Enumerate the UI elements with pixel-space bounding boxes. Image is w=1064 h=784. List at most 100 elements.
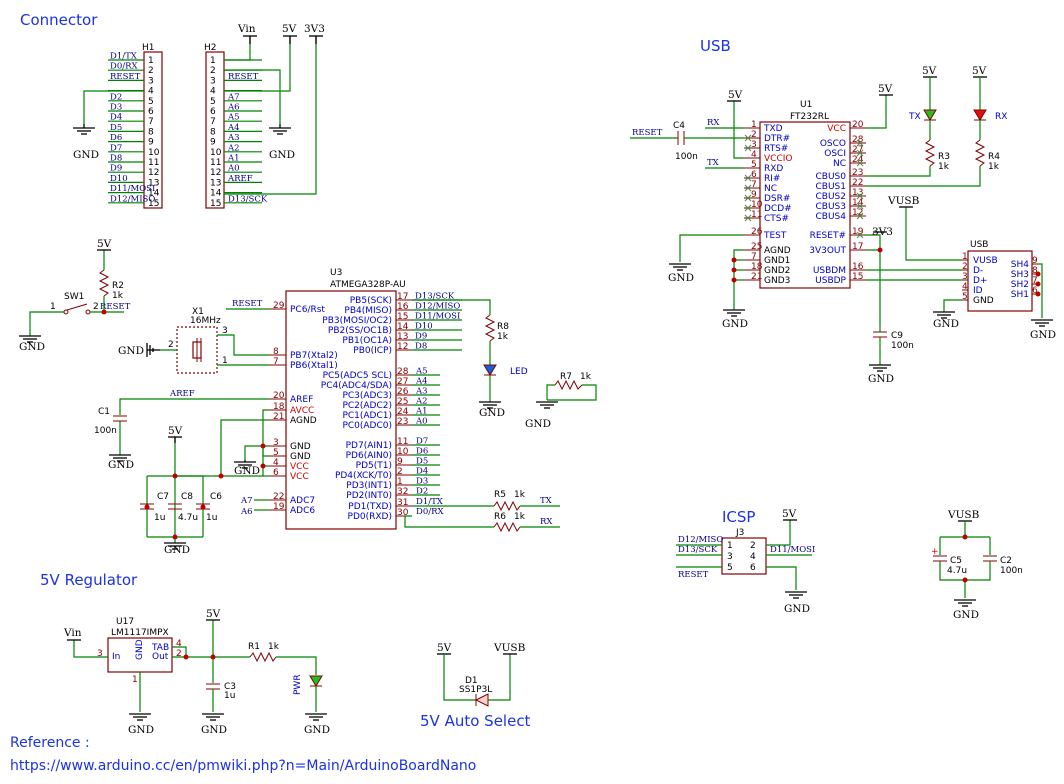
h1-pins-net-label: D3: [110, 103, 122, 113]
svg-text:4: 4: [176, 639, 182, 649]
u3-pin-num: 31: [397, 498, 408, 508]
h2-pins-net-label: RESET: [228, 72, 259, 82]
title-icsp: ICSP: [722, 508, 755, 526]
u3-pin-num: 7: [273, 357, 279, 367]
svg-text:R5: R5: [494, 490, 506, 500]
u1-pin-name: CBUS2: [816, 192, 847, 202]
u3-pin-name: AVCC: [290, 406, 314, 416]
usb-pin-name: VUSB: [973, 256, 998, 266]
svg-text:6: 6: [750, 563, 756, 573]
junction-dots: [101, 247, 1041, 660]
h2-pins-net-label: A2: [227, 143, 240, 153]
title-usb: USB: [700, 37, 731, 55]
usb-pin-name: D+: [973, 276, 987, 286]
h1-pins-net-label: D6: [110, 133, 122, 143]
h1-pins-pin-8: 8: [148, 127, 154, 137]
svg-text:100n: 100n: [94, 426, 117, 436]
h2-pins-net-label: A4: [227, 123, 240, 133]
svg-text:GND: GND: [201, 724, 227, 736]
u1-pin-num: 21: [751, 272, 762, 282]
usb-pin-num: 3: [962, 272, 968, 282]
u1-pin-name: VCC: [827, 124, 846, 134]
u3-pin-num: 23: [397, 417, 408, 427]
u3-net-label: D13/SCK: [415, 292, 455, 302]
h1-pins-pin-13: 13: [148, 178, 159, 188]
h1-gnd-symbol: GND: [73, 124, 99, 161]
svg-text:5V: 5V: [728, 89, 743, 101]
u1-pin-name: CBUS4: [816, 212, 847, 222]
u3-pin-name: PB7(Xtal2): [290, 351, 338, 361]
h2-pins-pin-1: 1: [210, 56, 216, 66]
svg-text:1k: 1k: [112, 291, 124, 301]
header-h1: H1 1D1/TX2D0/RX3RESET45D26D37D48D59D610D…: [73, 43, 163, 209]
h2-pins-net-label: A1: [227, 154, 240, 164]
usb-pin-name: SH4: [1011, 260, 1029, 270]
svg-text:GND: GND: [668, 272, 694, 284]
svg-text:TX: TX: [540, 496, 553, 506]
svg-text:5V: 5V: [206, 608, 221, 620]
svg-text:4: 4: [750, 552, 756, 562]
u3-pin-name: PD3(INT1): [346, 481, 392, 491]
u1-pin-num: 16: [852, 262, 864, 272]
u1-pin-name: DSR#: [764, 194, 790, 204]
h2-vin-symbol: Vin: [237, 23, 257, 44]
u1-pin-name: DTR#: [764, 134, 790, 144]
svg-text:GND: GND: [234, 465, 260, 477]
svg-text:SW1: SW1: [64, 292, 84, 302]
u1-pin-num: 3: [751, 140, 757, 150]
h1-pins-net-label: D9: [110, 164, 122, 174]
h2-vin-wire: [224, 36, 251, 61]
svg-text:USB: USB: [970, 240, 988, 250]
svg-text:GND: GND: [73, 149, 99, 161]
reference-url[interactable]: https://www.arduino.cc/en/pmwiki.php?n=M…: [10, 758, 476, 774]
u3-net-label: D2: [416, 487, 428, 497]
u1-pin-num: 19: [852, 227, 864, 237]
svg-text:X1: X1: [192, 307, 204, 317]
svg-text:VUSB: VUSB: [887, 195, 920, 207]
u3-pin-name: PD1(TXD): [348, 502, 392, 512]
u3-pin-num: 10: [397, 447, 409, 457]
h2-pins-net-label: D13/SCK: [228, 194, 268, 204]
svg-text:RESET: RESET: [100, 302, 131, 312]
svg-text:D12/MISO: D12/MISO: [678, 535, 723, 545]
u1-pin-name: USBDP: [815, 276, 846, 286]
h2-body: [205, 51, 225, 209]
svg-text:1k: 1k: [580, 372, 592, 382]
h2-pins-net-label: A6: [227, 103, 240, 113]
h1-pins-net-label: D1/TX: [110, 52, 138, 62]
u1-pin-name: CBUS3: [816, 202, 847, 212]
svg-text:In: In: [112, 652, 120, 662]
h2-pins-pin-5: 5: [210, 97, 216, 107]
svg-text:GND: GND: [269, 149, 295, 161]
u3-pin-name: VCC: [290, 472, 309, 482]
svg-text:C5: C5: [950, 556, 962, 566]
h1-pins-net-label: RESET: [110, 72, 141, 82]
u3-pin-name: ADC7: [290, 496, 315, 506]
auto-select-d1: 5V VUSB D1 SS1P3L: [437, 642, 526, 707]
svg-text:1: 1: [50, 302, 56, 312]
u3-net-label: D3: [416, 477, 428, 487]
svg-text:RX: RX: [995, 112, 1007, 122]
svg-text:5V: 5V: [972, 65, 987, 77]
u1-pin-name: RESET#: [810, 231, 846, 241]
icsp-j3: J3 1 2 3 4 5 6 D12/MISO D13/SCK RESET D1…: [676, 508, 815, 615]
u1-pin-name: GND1: [764, 256, 790, 266]
h2-pins-net-label: A7: [227, 92, 240, 102]
svg-text:J3: J3: [735, 528, 744, 538]
svg-text:GND: GND: [525, 418, 551, 430]
u3-pin-num: 9: [397, 457, 403, 467]
u3-pin-num: 21: [273, 412, 284, 422]
h1-pins-pin-1: 1: [148, 56, 154, 66]
svg-text:1u: 1u: [224, 691, 235, 701]
svg-text:C1: C1: [98, 407, 110, 417]
svg-text:R1: R1: [248, 642, 260, 652]
u3-pin-num: 15: [397, 312, 408, 322]
h1-pins-net-label: D5: [110, 123, 122, 133]
u3-pin-num: 4: [273, 458, 279, 468]
u3-net-label: D12/MISO: [415, 302, 460, 312]
u3-pin-num: 26: [397, 387, 409, 397]
svg-text:GND: GND: [118, 345, 144, 357]
